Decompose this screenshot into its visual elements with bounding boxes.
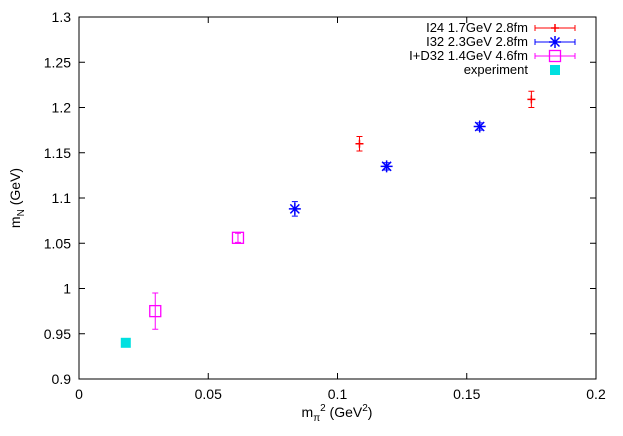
- x-axis-label: mπ2 (GeV2): [302, 403, 373, 424]
- tick-marks: [78, 16, 597, 380]
- y-tick-label: 1.1: [52, 190, 72, 206]
- series-3: [120, 337, 131, 348]
- data-point: [288, 201, 301, 217]
- x-tick-label: 0.2: [586, 386, 606, 402]
- point-marker: [231, 231, 245, 244]
- y-tick-label: 1.3: [52, 9, 72, 25]
- legend-entry: I24 1.7GeV 2.8fm: [426, 20, 576, 35]
- legend-entry: I32 2.3GeV 2.8fm: [426, 34, 576, 49]
- y-axis-label: mN (GeV): [7, 168, 27, 228]
- x-tick-label: 0.05: [195, 386, 222, 402]
- point-marker: [149, 304, 162, 318]
- y-tick-label: 1.25: [44, 54, 71, 70]
- point-marker: [473, 120, 486, 133]
- y-tick-label: 0.95: [44, 326, 71, 342]
- data-series: [120, 90, 536, 348]
- error-bar: [234, 232, 241, 243]
- tick-labels: 0 0.05 0.1 0.15 0.2 0.9 0.95 1 1.05 1.1 1.15 1.2 1.2…: [44, 9, 606, 402]
- y-tick-label: 0.9: [52, 371, 72, 387]
- data-point: [473, 120, 486, 133]
- point-marker: [380, 160, 393, 173]
- series-2: [149, 231, 245, 330]
- data-point: [380, 160, 393, 173]
- y-tick-label: 1.15: [44, 145, 71, 161]
- error-bar: [152, 292, 159, 330]
- x-tick-label: 0.1: [328, 386, 348, 402]
- data-point: [527, 90, 536, 108]
- x-tick-label: 0.15: [453, 386, 480, 402]
- legend-swatch: [534, 36, 576, 48]
- legend-label: I+D32 1.4GeV 4.6fm: [409, 48, 528, 63]
- data-point: [120, 337, 131, 348]
- point-marker: [527, 95, 536, 104]
- point-marker: [120, 337, 131, 348]
- legend-label: I24 1.7GeV 2.8fm: [426, 20, 528, 35]
- legend-swatch: [534, 24, 576, 32]
- y-tick-label: 1.05: [44, 235, 71, 251]
- data-point: [231, 231, 245, 244]
- data-point: [149, 292, 162, 330]
- legend-entry: I+D32 1.4GeV 4.6fm: [409, 48, 576, 63]
- legend-label: experiment: [464, 62, 529, 77]
- series-1: [288, 120, 486, 217]
- series-0: [355, 90, 536, 152]
- legend-label: I32 2.3GeV 2.8fm: [426, 34, 528, 49]
- point-marker: [288, 202, 301, 215]
- legend-swatch: [534, 49, 576, 63]
- x-tick-label: 0: [75, 386, 83, 402]
- point-marker: [355, 139, 364, 148]
- y-tick-label: 1.2: [52, 100, 72, 116]
- legend-entry: experiment: [464, 62, 560, 77]
- data-point: [355, 135, 364, 152]
- y-tick-label: 1: [63, 281, 71, 297]
- legend-swatch: [550, 65, 560, 75]
